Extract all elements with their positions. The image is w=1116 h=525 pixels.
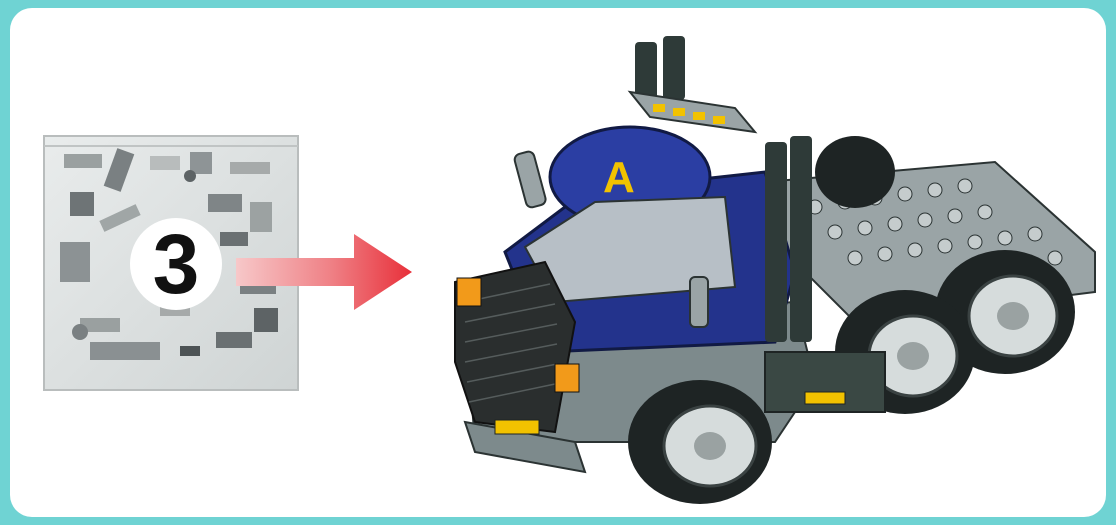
hood-emblem: A xyxy=(603,153,635,202)
instruction-panel: 3 xyxy=(10,8,1106,517)
arrow-right-icon xyxy=(236,230,416,314)
step-number-badge: 3 xyxy=(130,218,222,310)
step-number: 3 xyxy=(153,222,200,306)
truck-model-icon: A xyxy=(435,22,1106,517)
